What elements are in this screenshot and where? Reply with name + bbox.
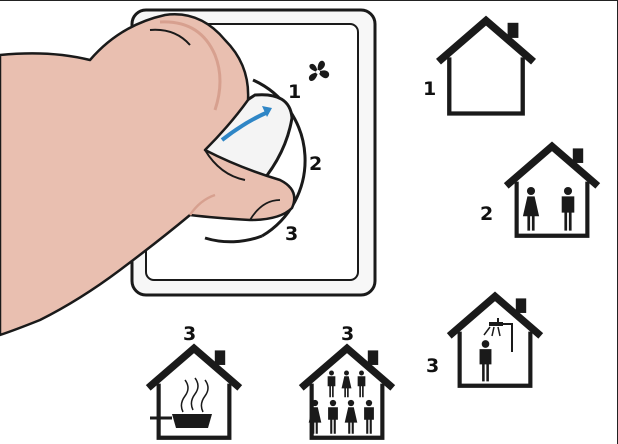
cooking-pot-icon [172, 414, 212, 428]
house-cooking-icon: 3 [148, 323, 240, 438]
dial-setting-2: 2 [309, 153, 322, 175]
house-empty-icon [438, 21, 533, 114]
shower-water-icon [484, 327, 500, 336]
house-two-occupants-icon [506, 146, 598, 235]
house-label-2: 2 [480, 203, 493, 225]
house-label-1: 1 [423, 78, 436, 100]
house-label-3a: 3 [426, 355, 439, 377]
dial-setting-1: 1 [288, 81, 301, 103]
house-shower-icon [449, 296, 541, 385]
house-label-3b: 3 [183, 323, 196, 345]
steam-icon [181, 380, 188, 412]
house-crowd-icon: 3 [301, 323, 393, 438]
dial-setting-3: 3 [285, 223, 298, 245]
house-label-3c: 3 [341, 323, 354, 345]
